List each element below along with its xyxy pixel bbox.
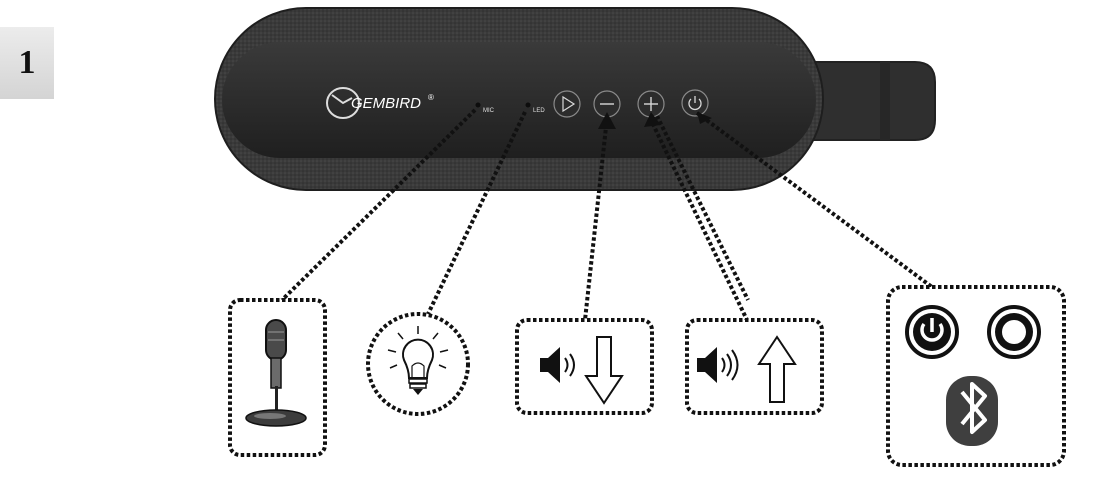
speaker-panel [222, 42, 816, 158]
led-label: LED [533, 108, 545, 114]
power-leader-line [695, 111, 934, 289]
volume-up-leader-line-a [648, 117, 749, 321]
power-icon [688, 96, 702, 111]
volume-up-arrowhead [644, 112, 661, 127]
led-callout [366, 312, 470, 416]
mic-label: MIC [483, 108, 495, 114]
volume-up-leader-line-b [655, 115, 750, 301]
microphone-leader-line [280, 108, 477, 302]
brand-name: GEMBIRD [351, 95, 421, 112]
volume-down-button[interactable] [593, 90, 621, 118]
brand-mark: ® [428, 93, 434, 102]
play-icon [562, 95, 576, 113]
power-bluetooth-callout [886, 285, 1066, 467]
volume-up-callout [685, 318, 824, 415]
microphone-hole [475, 102, 481, 108]
power-icon [905, 305, 959, 359]
step-number-badge: 1 [0, 27, 54, 99]
power-arrowhead [697, 112, 712, 124]
led-indicator [525, 102, 531, 108]
light-bulb-icon [387, 326, 449, 395]
play-button[interactable] [553, 90, 581, 118]
bluetooth-icon [946, 376, 998, 446]
led-leader-line [426, 111, 527, 315]
plus-icon [644, 97, 658, 111]
volume-up-button[interactable] [637, 90, 665, 118]
ring-icon [987, 305, 1041, 359]
speaker-icon [540, 347, 575, 383]
arrow-up-icon [757, 335, 797, 403]
microphone-callout [228, 298, 327, 457]
microphone-icon [245, 319, 307, 427]
power-button[interactable] [681, 89, 709, 117]
volume-down-leader-line [583, 117, 609, 321]
volume-down-arrowhead [598, 112, 616, 129]
arrow-down-icon [584, 336, 624, 405]
volume-down-callout [515, 318, 654, 415]
gembird-logo: GEMBIRD ® [326, 87, 434, 119]
speaker-strap-end [880, 62, 890, 140]
speaker-icon [697, 347, 739, 383]
